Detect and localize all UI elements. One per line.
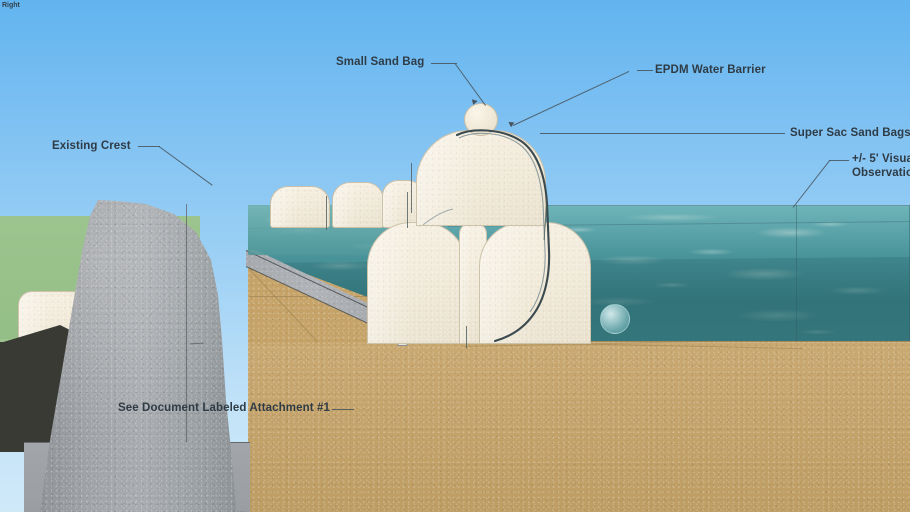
sand-bag-texture <box>333 183 383 227</box>
water-bubble <box>600 304 630 334</box>
view-orientation-label: Right <box>2 2 20 9</box>
crest-seam-line <box>186 204 187 442</box>
label-visual-observation: +/- 5' Visual Observation <box>852 153 910 179</box>
barrier-strap-left <box>411 163 412 213</box>
sand-bag-submerged-2 <box>332 182 384 228</box>
sand-ground-texture <box>248 341 910 512</box>
sand-bag-submerged-1 <box>270 186 330 228</box>
label-super-sac-sand-bags: Super Sac Sand Bags <box>790 127 910 139</box>
sand-bag-texture <box>480 223 590 343</box>
water-surface-line <box>248 205 910 206</box>
super-sac-lower-left <box>367 222 467 344</box>
embankment-seam-horizontal <box>249 296 474 297</box>
label-epdm-water-barrier: EPDM Water Barrier <box>655 64 766 76</box>
label-existing-crest: Existing Crest <box>52 140 131 152</box>
super-sac-upper <box>416 130 546 226</box>
leader-attachment-note <box>332 409 354 410</box>
bag-tie-2 <box>407 192 408 228</box>
super-sac-lower-right <box>479 222 591 344</box>
leader-visual-observation-stub <box>829 160 849 161</box>
water-panel-divider <box>796 205 797 343</box>
sand-bag-texture <box>417 131 545 225</box>
bag-tie-3 <box>466 326 467 348</box>
small-sand-bag-shape <box>464 103 498 136</box>
leader-epdm-stub <box>637 70 653 71</box>
bag-tie-1 <box>326 196 327 230</box>
sand-bag-texture <box>368 223 466 343</box>
label-small-sand-bag: Small Sand Bag <box>336 56 425 68</box>
sand-ground <box>248 341 910 512</box>
label-attachment-note: See Document Labeled Attachment #1 <box>118 402 330 414</box>
leader-super-sac <box>540 133 785 134</box>
leader-existing-crest-stub <box>138 146 160 147</box>
leader-small-sand-bag-stub <box>431 63 457 64</box>
sand-bag-texture <box>271 187 329 227</box>
